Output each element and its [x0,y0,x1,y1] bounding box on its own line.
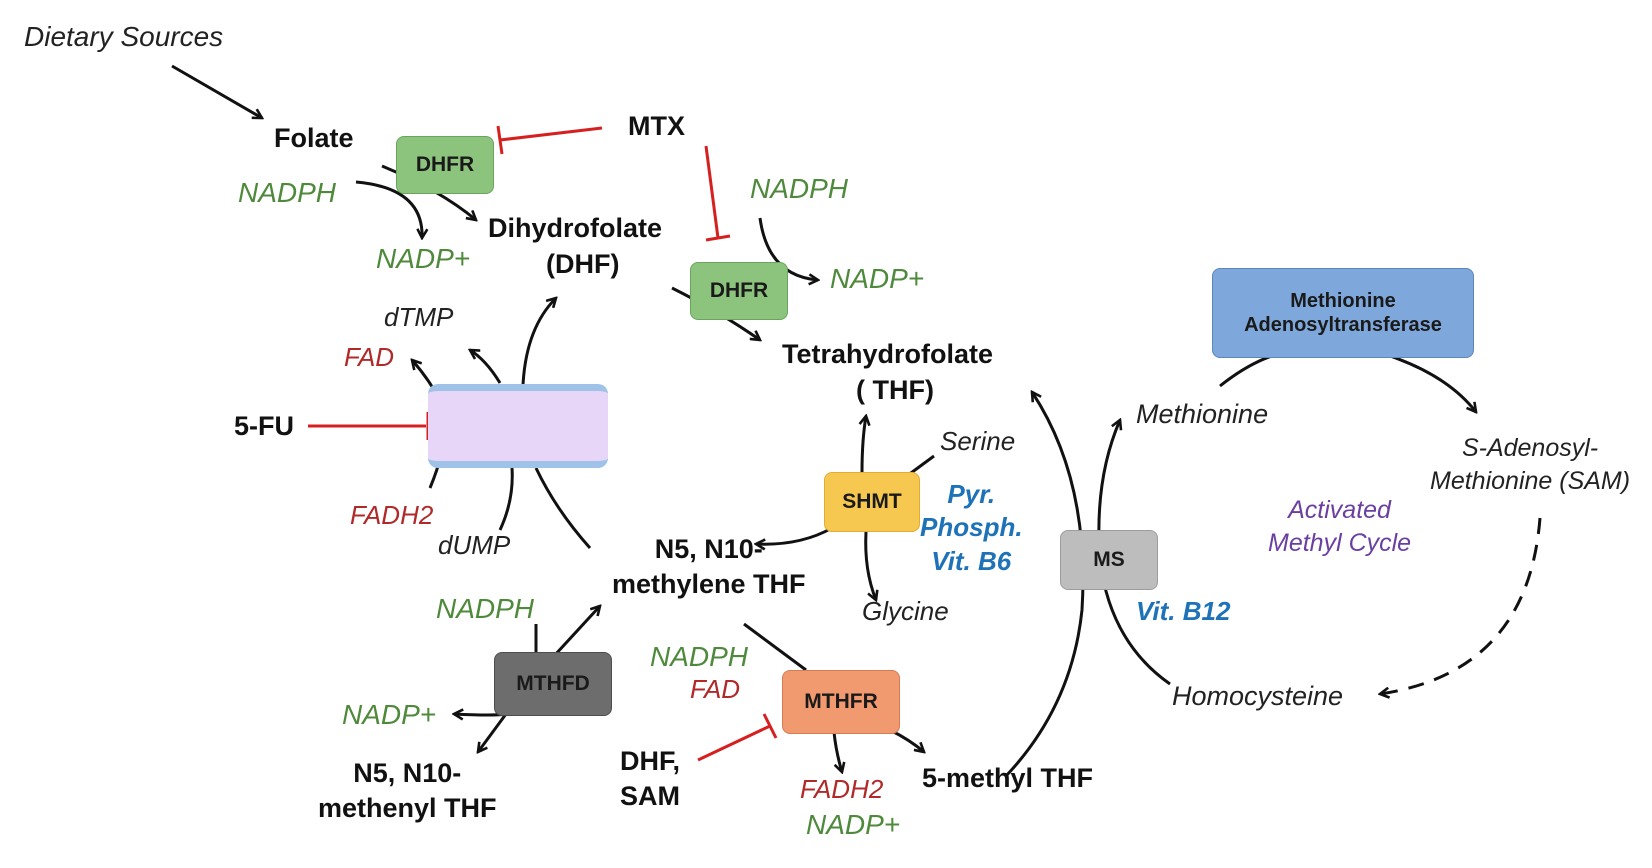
dhf-sam-line2: SAM [620,780,680,811]
dietary-sources-label: Dietary Sources [24,21,224,52]
nadph-label-4: NADPH [650,641,749,672]
sam-label: S-Adenosyl- Methionine (SAM) [1430,432,1630,497]
methionine-adenosyltransferase-box: Methionine Adenosyltransferase [1212,268,1474,358]
arrow-mat-to-sam [1389,354,1476,412]
methenyl-thf-label: N5, N10- methenyl THF [318,756,497,825]
ms-box: MS [1060,530,1158,590]
dihydrofolate-label: Dihydrofolate [488,213,663,243]
glycine-label: Glycine [862,596,949,626]
pyr-line1: Pyr. [947,479,996,509]
mthfd-box: MTHFD [494,652,612,716]
mtx-label: MTX [628,111,685,141]
methylene-thf-label: N5, N10- methylene THF [612,532,806,601]
activated-line1: Activated [1288,496,1391,524]
dhf-sam-label: DHF, SAM [620,744,680,813]
nadph-label-3: NADPH [436,593,535,624]
inhibit-bar-mtx-dhfr-2 [705,234,731,242]
sam-line2: Methionine (SAM) [1430,466,1631,495]
activated-methyl-cycle-label: Activated Methyl Cycle [1268,494,1411,559]
serine-label: Serine [940,426,1016,456]
nadp-plus-label-3: NADP+ [342,699,437,730]
mat-label-line1: Methionine [1290,290,1396,312]
folate-label: Folate [274,123,354,153]
arrow-shmt-to-glycine [864,531,876,600]
inhibit-mtx-dhfr-2 [704,145,720,239]
arrow-shmt-to-thf [862,416,866,473]
arrow-ts-to-dtmp [470,350,502,384]
arrow-mthfd-to-methenyl [478,713,508,752]
shmt-box: SHMT [824,472,920,532]
inhibit-dhfsam-mthfr [697,724,771,762]
nadph-label-2: NADPH [750,173,849,204]
methionine-label: Methionine [1136,399,1269,429]
dhf-abbrev-label: (DHF) [546,249,620,279]
arrow-5methyl-to-thf [1004,392,1085,778]
mat-label-line2: Adenosyltransferase [1244,314,1442,336]
line-methylene-to-mthfr [743,622,807,672]
dump-label: dUMP [438,530,511,560]
methenyl-line1: N5, N10- [353,758,462,788]
line-dump-to-ts [498,467,514,531]
nadp-plus-label-1: NADP+ [376,243,471,274]
dhf-sam-line1: DHF, [620,746,680,776]
arrow-dietary-to-folate [171,64,262,118]
sam-line1: S-Adenosyl- [1461,434,1599,462]
nadp-plus-label-4: NADP+ [806,809,901,840]
inhibit-mtx-dhfr-1 [499,126,603,142]
arrow-sam-to-homocysteine [1380,517,1542,694]
nadp-plus-label-2: NADP+ [830,263,925,294]
line-methionine-to-mat [1219,352,1279,388]
pyridoxal-phosphate-label: Pyr. Phosph. Vit. B6 [920,478,1023,578]
methylene-line2: methylene THF [612,568,806,599]
vit-b12-label: Vit. B12 [1136,596,1231,626]
tetrahydrofolate-label: Tetrahydrofolate [782,339,994,369]
dhfr-box-2: DHFR [690,262,788,320]
pyr-line2: Phosph. [920,512,1023,543]
methylene-line1: N5, N10- [654,534,763,564]
dtmp-label: dTMP [384,302,454,332]
arrow-nadph-to-nadp-1 [355,180,422,238]
5-fu-label: 5-FU [234,411,294,441]
arrow-mthfr-to-fadh2 [832,731,842,772]
fadh2-label-1: FADH2 [350,500,434,530]
inhibit-bar-dhfsam-mthfr [762,713,778,739]
methenyl-line2: methenyl THF [318,792,497,823]
activated-line2: Methyl Cycle [1268,528,1412,557]
pyr-line3: Vit. B6 [931,545,1012,576]
dhfr-box-1: DHFR [396,136,494,194]
thf-abbrev-label: ( THF) [856,375,934,405]
arrow-shmt-to-methylene [756,526,833,544]
5-methyl-thf-label: 5-methyl THF [922,763,1094,793]
fad-label-1: FAD [344,342,395,372]
arrow-mthfd-to-methylene [552,606,600,658]
line-methylene-to-ts [534,467,592,550]
thymidylate-synthase-box [428,384,608,468]
mthfr-box: MTHFR [782,670,900,734]
fadh2-label-2: FADH2 [800,774,884,804]
arrow-ts-to-dhf [521,298,556,386]
nadph-label-1: NADPH [238,177,337,208]
inhibit-bar-mtx-dhfr-1 [496,125,504,155]
homocysteine-label: Homocysteine [1172,681,1344,711]
fad-label-2: FAD [690,674,741,704]
